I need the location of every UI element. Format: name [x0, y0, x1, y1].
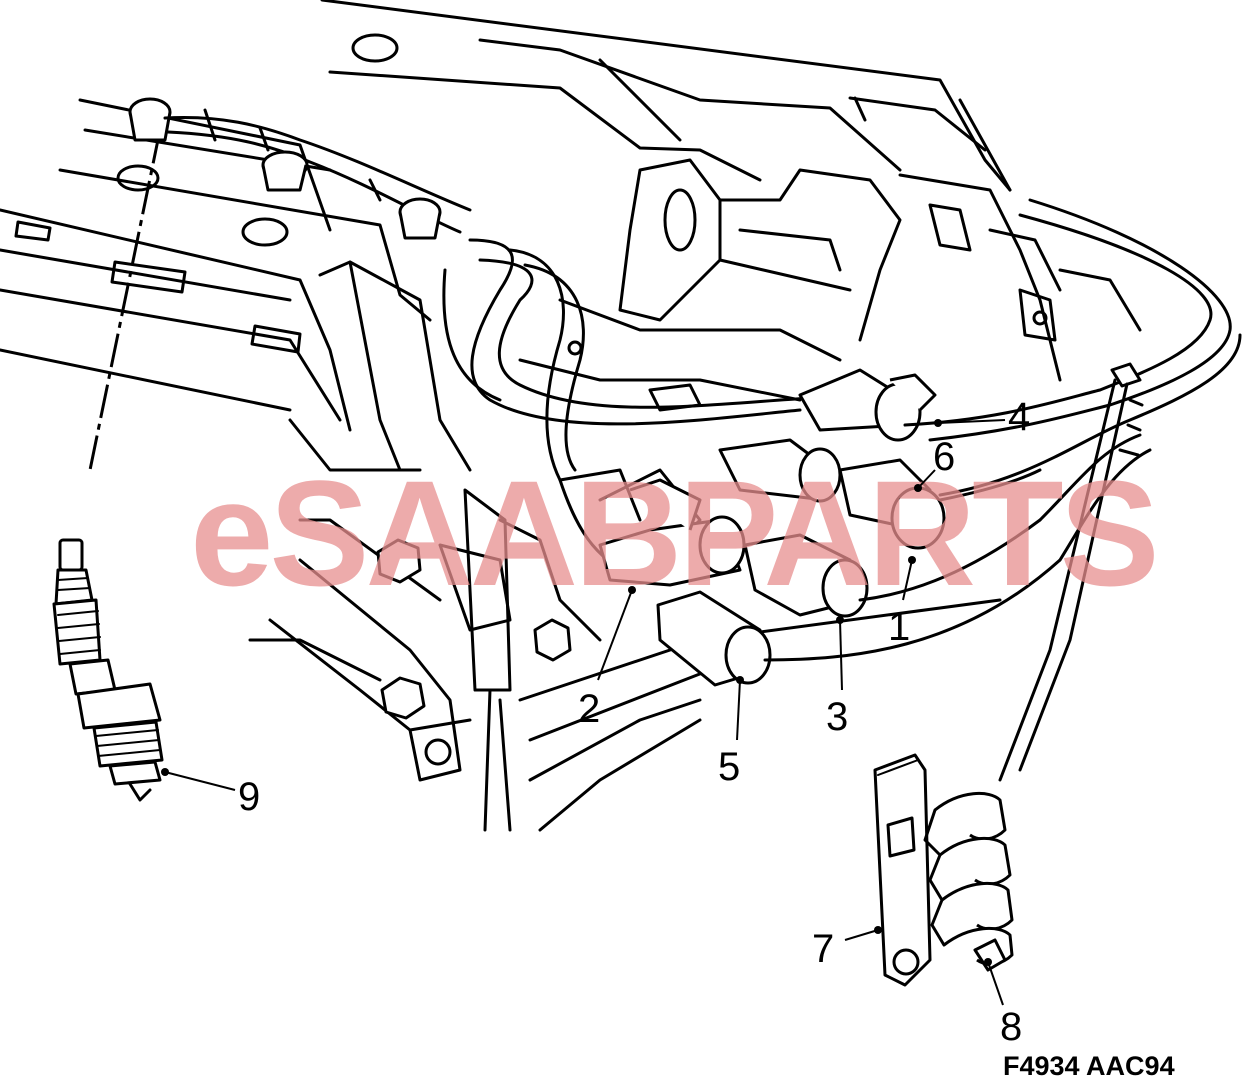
- watermark-logo: eSAABPARTS: [190, 449, 1156, 617]
- spark-plug-part-9: [52, 538, 164, 802]
- cable-bracket-part-7: [873, 753, 932, 987]
- engine-block-drawing: [0, 0, 1142, 832]
- callout-7: 7: [812, 927, 834, 971]
- ignition-cable-harness: [128, 97, 1242, 782]
- cable-clip-part-8: [923, 791, 1014, 972]
- callout-8: 8: [1000, 1005, 1022, 1049]
- lead-boot-4: [798, 368, 937, 442]
- callout-2: 2: [578, 687, 600, 731]
- lead-boot-5: [656, 558, 1062, 687]
- lead-boot-3: [743, 518, 1042, 618]
- callout-6: 6: [933, 435, 955, 479]
- callout-1: 1: [888, 605, 910, 649]
- callout-leaders: [161, 419, 1006, 1006]
- lead-boot-1: [890, 468, 1042, 550]
- callout-4: 4: [1008, 395, 1030, 439]
- figure-code: F4934 AAC94: [1003, 1051, 1175, 1081]
- lead-boot-2: [598, 478, 746, 587]
- callout-5: 5: [718, 745, 740, 789]
- callout-9: 9: [238, 775, 260, 819]
- callout-3: 3: [826, 695, 848, 739]
